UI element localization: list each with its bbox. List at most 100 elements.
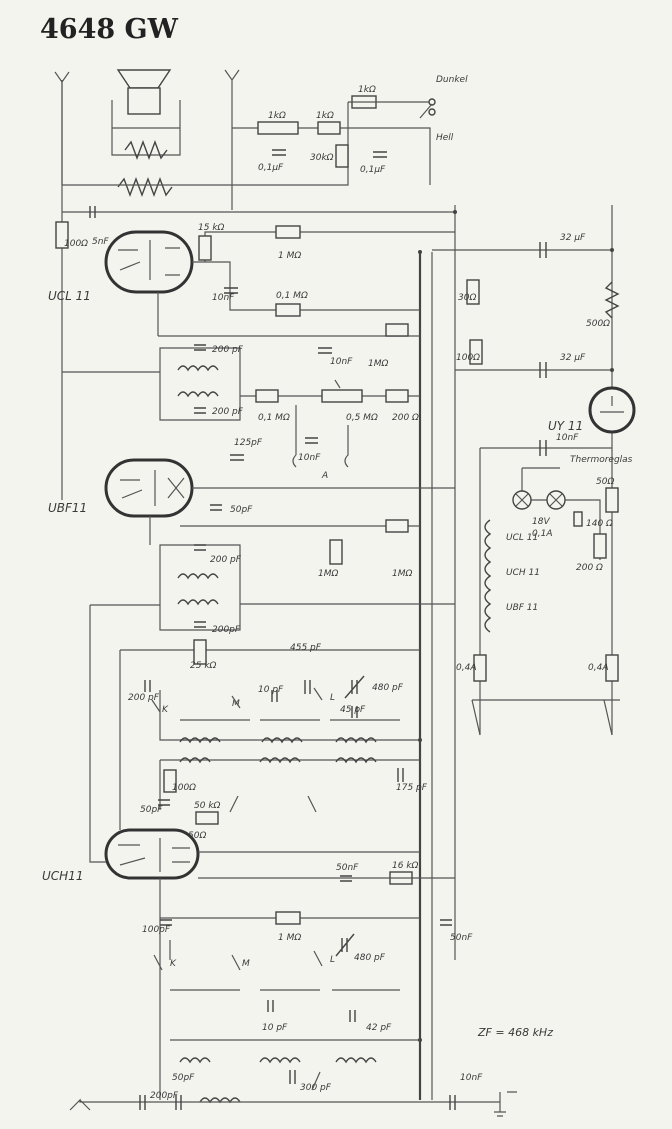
label-r-100c: 100Ω xyxy=(172,783,196,793)
resistor-100 xyxy=(55,221,69,249)
resistor-100c xyxy=(163,769,177,793)
label-band-l2: L xyxy=(330,955,335,965)
rf-coil-l xyxy=(335,1057,377,1064)
capacitor-50nf-b xyxy=(440,919,452,926)
label-c-50nf-b: 50nF xyxy=(450,933,473,943)
label-r-1k: 1kΩ xyxy=(268,111,286,121)
resistor-200 xyxy=(385,389,409,403)
label-r-50: 50Ω xyxy=(188,831,206,841)
capacitor-10nf-a xyxy=(224,287,238,294)
mains-switch[interactable] xyxy=(471,699,620,736)
tube-uch11 xyxy=(104,828,200,880)
tube-label-ubf11: UBF11 xyxy=(48,501,87,515)
heater-label-ucl11: UCL 11 xyxy=(506,533,538,543)
label-r-25k: 25 kΩ xyxy=(190,661,217,671)
capacitor-200pf-d xyxy=(194,621,206,628)
heater-label-uch11: UCH 11 xyxy=(506,568,540,578)
label-r-30k: 30kΩ xyxy=(310,153,334,163)
osc-coil-m xyxy=(261,737,303,744)
switch-label-hell: Hell xyxy=(436,133,454,143)
label-c-01uf-a: 0,1μF xyxy=(258,163,284,173)
capacitor-175pf xyxy=(397,768,404,782)
rf-switch[interactable] xyxy=(311,1071,321,1091)
tube-ubf11 xyxy=(104,458,194,518)
label-c-50pf-b: 50pF xyxy=(140,805,163,815)
label-r-50b: 50Ω xyxy=(596,477,614,487)
fuse-right xyxy=(605,654,619,682)
label-c-50pf-a: 50pF xyxy=(230,505,253,515)
label-r-200b: 200 Ω xyxy=(576,563,603,573)
label-c-10nf-c: 10nF xyxy=(298,453,321,463)
label-c-200pf-b: 200 pF xyxy=(212,407,244,417)
tone-control-network xyxy=(232,102,431,186)
dial-lamp-1 xyxy=(512,490,532,510)
band-switch-osc[interactable] xyxy=(151,687,323,713)
tube-label-ucl11: UCL 11 xyxy=(48,289,91,303)
osc-switch[interactable] xyxy=(229,795,317,813)
capacitor-10nf-f xyxy=(539,440,547,456)
resistor-1M-b xyxy=(385,323,409,337)
resistor-30k xyxy=(335,144,349,168)
label-c-45pf: 45 pF xyxy=(340,705,366,715)
if-transformer-1-secondary xyxy=(177,391,219,398)
capacitor-50pf-c xyxy=(175,1095,182,1110)
label-c-10nf-b: 10nF xyxy=(330,357,353,367)
capacitor-200pf-b xyxy=(194,407,206,414)
capacitor-480pf-b xyxy=(335,933,355,957)
resistor-01M-b xyxy=(255,389,279,403)
capacitor-125pf xyxy=(230,454,244,461)
label-fuse-right: 0,4A xyxy=(588,663,608,673)
capacitor-50nf xyxy=(340,875,352,882)
label-c-5nf: 5nF xyxy=(92,237,109,247)
ground-symbol xyxy=(494,1091,517,1117)
label-pot: 0,5 MΩ xyxy=(346,413,378,423)
label-r-100b: 100Ω xyxy=(456,353,480,363)
label-r-140: 140 Ω xyxy=(586,519,613,529)
label-r-200: 200 Ω xyxy=(392,413,419,423)
label-c-300pf: 300 pF xyxy=(300,1083,332,1093)
capacitor-455pf xyxy=(304,680,311,694)
label-c-125pf: 125pF xyxy=(234,438,263,448)
label-c-50nf: 50nF xyxy=(336,863,359,873)
capacitor-200pf-f xyxy=(139,1095,146,1110)
dial-lamp-2 xyxy=(546,490,566,510)
capacitor-300pf xyxy=(289,1070,296,1084)
capacitor-10nf-b xyxy=(318,347,332,354)
label-c-10pf-b: 10 pF xyxy=(262,1023,288,1033)
tube-uy11 xyxy=(588,386,636,434)
aerial-input xyxy=(69,1098,500,1111)
resistor-1k-b xyxy=(317,121,341,135)
capacitor-200pf-c xyxy=(194,544,206,551)
label-c-50pf-c: 50pF xyxy=(172,1073,195,1083)
band-switch-rf[interactable] xyxy=(153,950,323,971)
label-c-32uf-b: 32 μF xyxy=(560,353,586,363)
label-c-10nf-f: 10nF xyxy=(556,433,579,443)
label-r-01M: 0,1 MΩ xyxy=(276,291,308,301)
tube-label-uy11: UY 11 xyxy=(548,419,583,433)
heater-label-ubf11: UBF 11 xyxy=(506,603,538,613)
resistor-50k xyxy=(195,811,219,825)
label-band-m2: M xyxy=(242,959,250,969)
heater-chain xyxy=(484,519,492,633)
label-r-01M-b: 0,1 MΩ xyxy=(258,413,290,423)
rf-coil-m xyxy=(259,1057,301,1064)
label-r-1M-c: 1MΩ xyxy=(392,569,412,579)
label-c-10nf-a: 10nF xyxy=(212,293,235,303)
label-r-1M-d: 1MΩ xyxy=(318,569,338,579)
resistor-50b xyxy=(605,487,619,513)
label-c-42pf: 42 pF xyxy=(366,1023,392,1033)
capacitor-42pf xyxy=(349,1010,356,1022)
label-fuse-left: 0,4A xyxy=(456,663,476,673)
label-lamp-volt: 18V xyxy=(532,517,550,527)
label-lamp-amp: 0,1A xyxy=(532,529,552,539)
capacitor-480pf xyxy=(344,675,365,699)
resistor-1M-a xyxy=(275,225,301,239)
capacitor-200pf-a xyxy=(194,344,206,351)
thermistor xyxy=(573,511,583,527)
output-transformer-coil xyxy=(117,177,173,197)
if-transformer-1-primary xyxy=(177,365,219,372)
label-r-1k-b: 1kΩ xyxy=(316,111,334,121)
resistor-1M-e xyxy=(275,911,301,925)
label-r-30: 30Ω xyxy=(458,293,476,303)
